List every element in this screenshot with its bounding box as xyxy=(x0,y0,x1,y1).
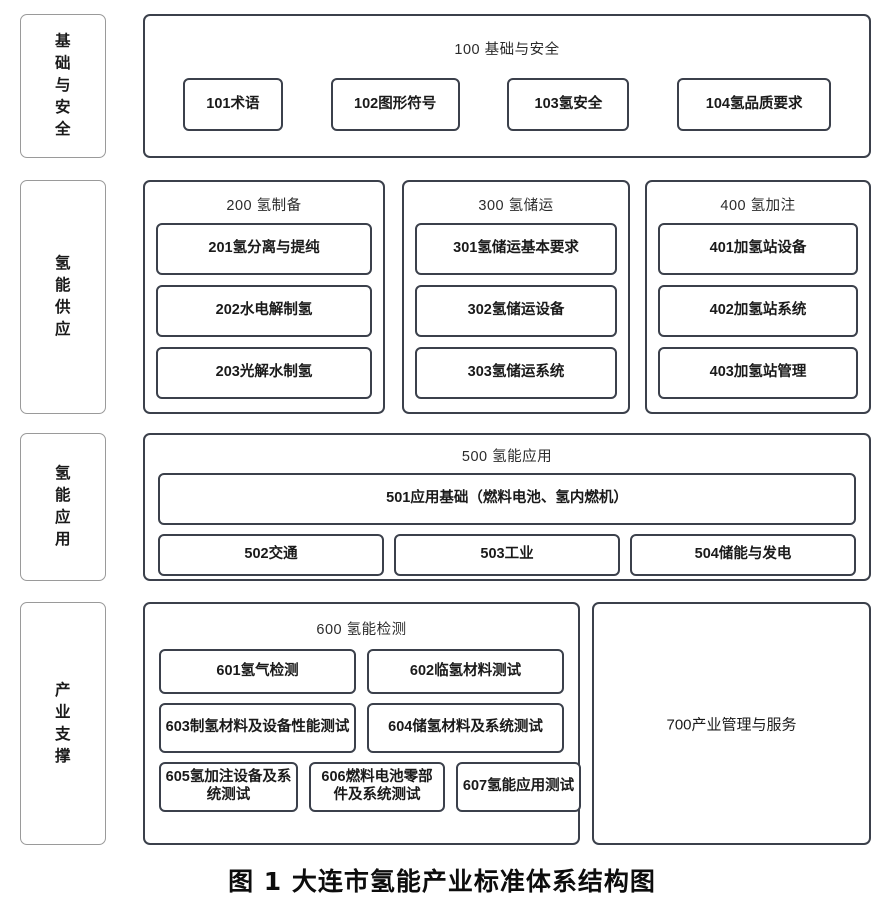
group-300-children: 301氢储运基本要求 302氢储运设备 303氢储运系统 xyxy=(404,223,628,409)
sidebar-item-hydrogen-supply[interactable]: 氢 能 供 应 xyxy=(20,180,106,414)
group-700-title: 700产业管理与服务 xyxy=(666,716,797,733)
group-500-title: 500 氢能应用 xyxy=(461,449,553,465)
sidebar-item-label: 氢 能 应 用 xyxy=(54,465,71,548)
group-100-foundation-safety[interactable]: 100 基础与安全 101术语 102图形符号 103氢安全 104氢品质要求 xyxy=(143,14,871,158)
sidebar-item-industry-support[interactable]: 产 业 支 撑 xyxy=(20,602,106,845)
node-202[interactable]: 202水电解制氢 xyxy=(156,285,372,337)
node-104[interactable]: 104氢品质要求 xyxy=(677,78,832,131)
group-400-children: 401加氢站设备 402加氢站系统 403加氢站管理 xyxy=(647,223,869,409)
node-303[interactable]: 303氢储运系统 xyxy=(415,347,617,399)
node-402[interactable]: 402加氢站系统 xyxy=(658,285,858,337)
node-602[interactable]: 602临氢材料测试 xyxy=(367,649,564,694)
node-102[interactable]: 102图形符号 xyxy=(330,78,460,131)
group-500-children: 502交通 503工业 504储能与发电 xyxy=(145,525,869,576)
node-101[interactable]: 101术语 xyxy=(182,78,283,131)
node-603[interactable]: 603制氢材料及设备性能测试 xyxy=(159,703,356,753)
sidebar-item-hydrogen-application[interactable]: 氢 能 应 用 xyxy=(20,433,106,581)
node-606[interactable]: 606燃料电池零部件及系统测试 xyxy=(309,762,445,812)
group-600-children-row-3: 605氢加注设备及系统测试 606燃料电池零部件及系统测试 607氢能应用测试 xyxy=(145,762,581,812)
group-600-children-row-2: 603制氢材料及设备性能测试 604储氢材料及系统测试 xyxy=(145,703,578,753)
group-300-title: 300 氢储运 xyxy=(478,198,554,214)
group-500-hydrogen-application[interactable]: 500 氢能应用 501应用基础（燃料电池、氢内燃机） 502交通 503工业 … xyxy=(143,433,871,581)
node-607[interactable]: 607氢能应用测试 xyxy=(456,762,581,812)
group-600-title: 600 氢能检测 xyxy=(316,622,407,638)
group-200-hydrogen-production[interactable]: 200 氢制备 201氢分离与提纯 202水电解制氢 203光解水制氢 xyxy=(143,180,385,414)
node-203[interactable]: 203光解水制氢 xyxy=(156,347,372,399)
node-501[interactable]: 501应用基础（燃料电池、氢内燃机） xyxy=(158,473,856,525)
node-604[interactable]: 604储氢材料及系统测试 xyxy=(367,703,564,753)
group-400-title: 400 氢加注 xyxy=(720,198,796,214)
node-302[interactable]: 302氢储运设备 xyxy=(415,285,617,337)
node-403[interactable]: 403加氢站管理 xyxy=(658,347,858,399)
group-200-children: 201氢分离与提纯 202水电解制氢 203光解水制氢 xyxy=(145,223,383,409)
node-504[interactable]: 504储能与发电 xyxy=(630,534,856,576)
group-700-industry-management-service[interactable]: 700产业管理与服务 xyxy=(592,602,871,845)
sidebar-item-label: 氢 能 供 应 xyxy=(54,255,71,338)
group-600-children-row-1: 601氢气检测 602临氢材料测试 xyxy=(145,649,578,694)
sidebar-item-label: 产 业 支 撑 xyxy=(54,681,71,765)
node-502[interactable]: 502交通 xyxy=(158,534,384,576)
sidebar-item-label: 基 础 与 安 全 xyxy=(54,33,71,138)
node-503[interactable]: 503工业 xyxy=(394,534,620,576)
figure-caption: 图 1 大连市氢能产业标准体系结构图 xyxy=(228,867,656,896)
node-401[interactable]: 401加氢站设备 xyxy=(658,223,858,275)
group-100-children: 101术语 102图形符号 103氢安全 104氢品质要求 xyxy=(145,78,869,131)
node-301[interactable]: 301氢储运基本要求 xyxy=(415,223,617,275)
node-601[interactable]: 601氢气检测 xyxy=(159,649,356,694)
group-400-hydrogen-refueling[interactable]: 400 氢加注 401加氢站设备 402加氢站系统 403加氢站管理 xyxy=(645,180,871,414)
sidebar-item-foundation-safety[interactable]: 基 础 与 安 全 xyxy=(20,14,106,158)
node-605[interactable]: 605氢加注设备及系统测试 xyxy=(159,762,298,812)
group-200-title: 200 氢制备 xyxy=(226,198,302,214)
group-100-title: 100 基础与安全 xyxy=(454,42,560,58)
node-103[interactable]: 103氢安全 xyxy=(507,78,630,131)
group-300-hydrogen-storage-transport[interactable]: 300 氢储运 301氢储运基本要求 302氢储运设备 303氢储运系统 xyxy=(402,180,630,414)
group-600-hydrogen-testing[interactable]: 600 氢能检测 601氢气检测 602临氢材料测试 603制氢材料及设备性能测… xyxy=(143,602,581,845)
node-201[interactable]: 201氢分离与提纯 xyxy=(156,223,372,275)
